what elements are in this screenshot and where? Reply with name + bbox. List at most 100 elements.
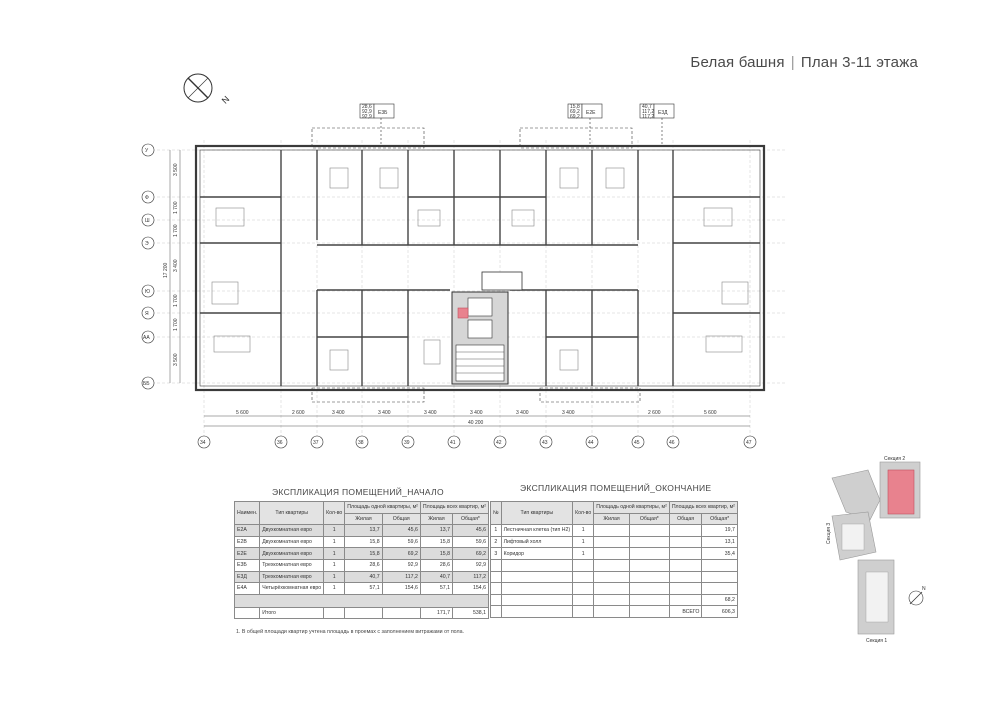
col-type: Тип квартиры xyxy=(259,500,325,526)
col-num: № xyxy=(490,500,502,526)
cell-living-1: 57,1 xyxy=(344,582,383,595)
tag-e2e-area-1: 15,8 xyxy=(570,104,580,110)
cell-name: Е2А xyxy=(233,524,261,537)
table-row: 1 Лестничная клетка (тип Н2) 1 19,7 xyxy=(490,524,738,537)
cell-count: 1 xyxy=(323,570,346,584)
title-separator: | xyxy=(790,54,795,71)
cell-living-2: 57,1 xyxy=(419,582,453,595)
col-living-1: Жилая xyxy=(593,512,630,526)
cell-living-1: 15,8 xyxy=(344,535,383,549)
axis-46: 46 xyxy=(669,440,675,446)
dim-bottom-6: 3 400 xyxy=(470,410,483,416)
table-row: Е3Б Трехкомнатная евро 1 28,6 92,9 28,6 … xyxy=(233,558,489,572)
cell-name: Е4А xyxy=(233,582,261,595)
cell-total-1: 117,2 xyxy=(381,570,421,584)
key-section-1: Секция 1 xyxy=(866,638,887,644)
axis-43: 43 xyxy=(542,440,548,446)
axis-36: 36 xyxy=(277,440,283,446)
dim-bottom-3: 3 400 xyxy=(332,410,345,416)
total-living: 171,7 xyxy=(419,606,453,620)
cell-count: 1 xyxy=(323,558,346,572)
cell-type: Двухкомнатная евро xyxy=(259,524,325,537)
dim-bottom-7: 3 400 xyxy=(516,410,529,416)
furniture xyxy=(211,167,749,371)
dim-bottom-1: 5 600 xyxy=(236,410,249,416)
table-subheader-row: Жилая Общая* Общая Общая* xyxy=(491,512,738,526)
axis-ya: Я xyxy=(145,311,149,317)
subtotal-value: 68,2 xyxy=(701,593,738,607)
building-core xyxy=(451,271,523,385)
col-total-star-2: Общая* xyxy=(701,512,738,526)
col-living-2: Жилая xyxy=(419,512,453,526)
col-all-apt: Площадь всех квартир, м² xyxy=(668,501,738,514)
dim-left-1: 3 500 xyxy=(173,163,179,176)
cell-count: 1 xyxy=(323,582,346,595)
dim-total: 40 200 xyxy=(468,420,484,426)
cell-total-1: 59,6 xyxy=(381,535,421,549)
cell-living-1: 40,7 xyxy=(344,570,383,584)
dim-bottom-9: 2 600 xyxy=(648,410,661,416)
cell-living-1: 13,7 xyxy=(344,524,383,537)
cell-living-2: 28,6 xyxy=(419,558,453,572)
axis-aa: АА xyxy=(143,335,150,341)
axis-44: 44 xyxy=(588,440,594,446)
cell-total-1: 92,9 xyxy=(381,558,421,572)
cell-living-2: 15,8 xyxy=(419,535,453,549)
cell-type: Лестничная клетка (тип Н2) xyxy=(500,524,574,537)
dim-left-2: 1 700 xyxy=(173,201,179,214)
tag-e3b-area-3: 92,9 xyxy=(362,114,372,120)
axis-37: 37 xyxy=(313,440,319,446)
dim-bottom-8: 3 400 xyxy=(562,410,575,416)
axis-34: 34 xyxy=(200,440,206,446)
key-plan xyxy=(831,461,924,635)
table-row: Е4А Четырёхкомнатная евро 1 57,1 154,6 5… xyxy=(233,582,489,595)
tag-e3d-area-1: 40,7 xyxy=(642,104,652,110)
cell-count: 1 xyxy=(572,524,595,537)
explication-end-title: ЭКСПЛИКАЦИЯ ПОМЕЩЕНИЙ_ОКОНЧАНИЕ xyxy=(520,483,712,493)
building-name: Белая башня xyxy=(690,54,785,71)
cell-total-2: 69,2 xyxy=(451,547,489,560)
cell-count: 1 xyxy=(323,547,346,560)
dim-left-7: 3 500 xyxy=(173,353,179,366)
cell-value: 19,7 xyxy=(701,524,738,537)
dim-left-3: 1 700 xyxy=(173,224,179,237)
col-one-apt: Площадь одной квартиры, м² xyxy=(344,501,421,514)
dim-bottom-10: 5 600 xyxy=(704,410,717,416)
cell-num: 2 xyxy=(490,535,502,549)
cell-name: Е3Б xyxy=(233,558,261,572)
tag-e2e-area-2: 69,2 xyxy=(570,109,580,115)
axis-sh: Ш xyxy=(145,218,150,224)
table-row: Е3Д Трехкомнатная евро 1 40,7 117,2 40,7… xyxy=(233,570,489,584)
cell-count: 1 xyxy=(323,524,346,537)
cell-type: Лифтовый холл xyxy=(500,535,574,549)
col-one-apt: Площадь одной квартиры, м² xyxy=(593,501,670,514)
col-total-1: Общая xyxy=(381,512,421,526)
dim-left-4: 3 400 xyxy=(173,259,179,272)
table-grand-total-row: ВСЕГО 606,3 xyxy=(490,605,738,618)
dimension-lines xyxy=(169,150,750,427)
axis-45: 45 xyxy=(634,440,640,446)
explication-start-title: ЭКСПЛИКАЦИЯ ПОМЕЩЕНИЙ_НАЧАЛО xyxy=(272,487,444,497)
axis-bubbles-left xyxy=(141,143,155,390)
axis-47: 47 xyxy=(746,440,752,446)
table-total-row: Итого 171,7 538,1 xyxy=(233,606,489,620)
dim-left-5: 1 700 xyxy=(173,294,179,307)
cell-type: Двухкомнатная евро xyxy=(259,535,325,549)
table-blank-row xyxy=(490,582,738,595)
table-blank-row xyxy=(490,570,738,584)
grand-total-value: 606,3 xyxy=(701,605,738,618)
cell-total-2: 117,2 xyxy=(451,570,489,584)
cell-type: Коридор xyxy=(500,547,574,560)
axis-e: Э xyxy=(145,241,149,247)
grand-total-label: ВСЕГО xyxy=(668,605,703,618)
cell-living-2: 15,8 xyxy=(419,547,453,560)
key-section-2: Секция 2 xyxy=(884,456,905,462)
dim-bottom-4: 3 400 xyxy=(378,410,391,416)
interior-walls xyxy=(200,150,760,386)
explication-end-table: № Тип квартиры Кол-во Площадь одной квар… xyxy=(490,500,738,618)
cell-total-1: 45,6 xyxy=(381,524,421,537)
col-total-2: Общая* xyxy=(451,512,489,526)
cell-living-1: 15,8 xyxy=(344,547,383,560)
cell-count: 1 xyxy=(572,547,595,560)
